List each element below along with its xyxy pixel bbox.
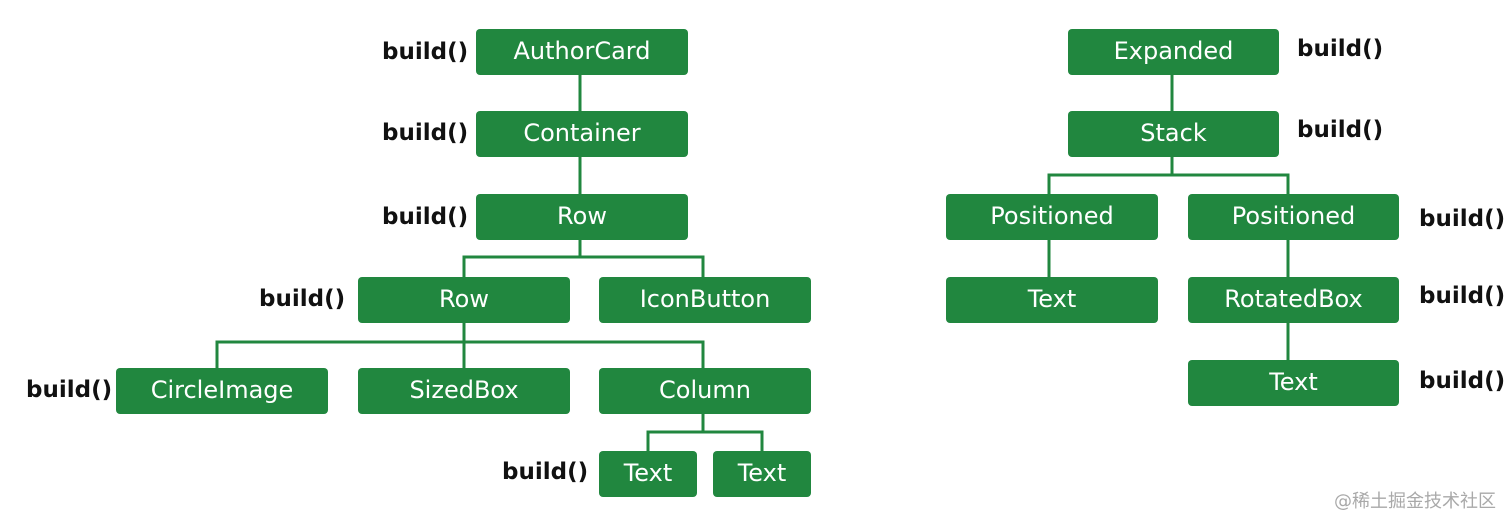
- node-expanded: Expanded: [1068, 29, 1279, 75]
- build-label-row-outer: build(): [382, 204, 469, 230]
- node-text-4: Text: [1188, 360, 1399, 406]
- node-row-inner: Row: [358, 277, 570, 323]
- node-row-outer: Row: [476, 194, 688, 240]
- build-label-row-inner: build(): [259, 286, 346, 312]
- node-positioned-2: Positioned: [1188, 194, 1399, 240]
- build-label-stack: build(): [1297, 117, 1384, 143]
- node-text-2: Text: [713, 451, 811, 497]
- node-sizedbox: SizedBox: [358, 368, 570, 414]
- edge-stack-children: [1047, 155, 1290, 196]
- node-container: Container: [476, 111, 688, 157]
- edge-row-children: [462, 238, 705, 279]
- node-iconbutton: IconButton: [599, 277, 811, 323]
- edge-column-children: [646, 411, 764, 453]
- build-label-authorcard: build(): [382, 39, 469, 65]
- node-circleimage: CircleImage: [116, 368, 328, 414]
- build-label-expanded: build(): [1297, 36, 1384, 62]
- build-label-container: build(): [382, 120, 469, 146]
- node-text-3: Text: [946, 277, 1158, 323]
- build-label-positioned: build(): [1419, 206, 1506, 232]
- build-label-text: build(): [502, 459, 589, 485]
- node-authorcard: AuthorCard: [476, 29, 688, 75]
- node-stack: Stack: [1068, 111, 1279, 157]
- watermark: @稀土掘金技术社区: [1334, 491, 1496, 512]
- node-text-1: Text: [599, 451, 697, 497]
- build-label-text-4: build(): [1419, 368, 1506, 394]
- build-label-rotatedbox: build(): [1419, 283, 1506, 309]
- node-positioned-1: Positioned: [946, 194, 1158, 240]
- node-column: Column: [599, 368, 811, 414]
- edge-innerrow-children: [215, 320, 705, 370]
- node-rotatedbox: RotatedBox: [1188, 277, 1399, 323]
- build-label-circleimage: build(): [26, 377, 113, 403]
